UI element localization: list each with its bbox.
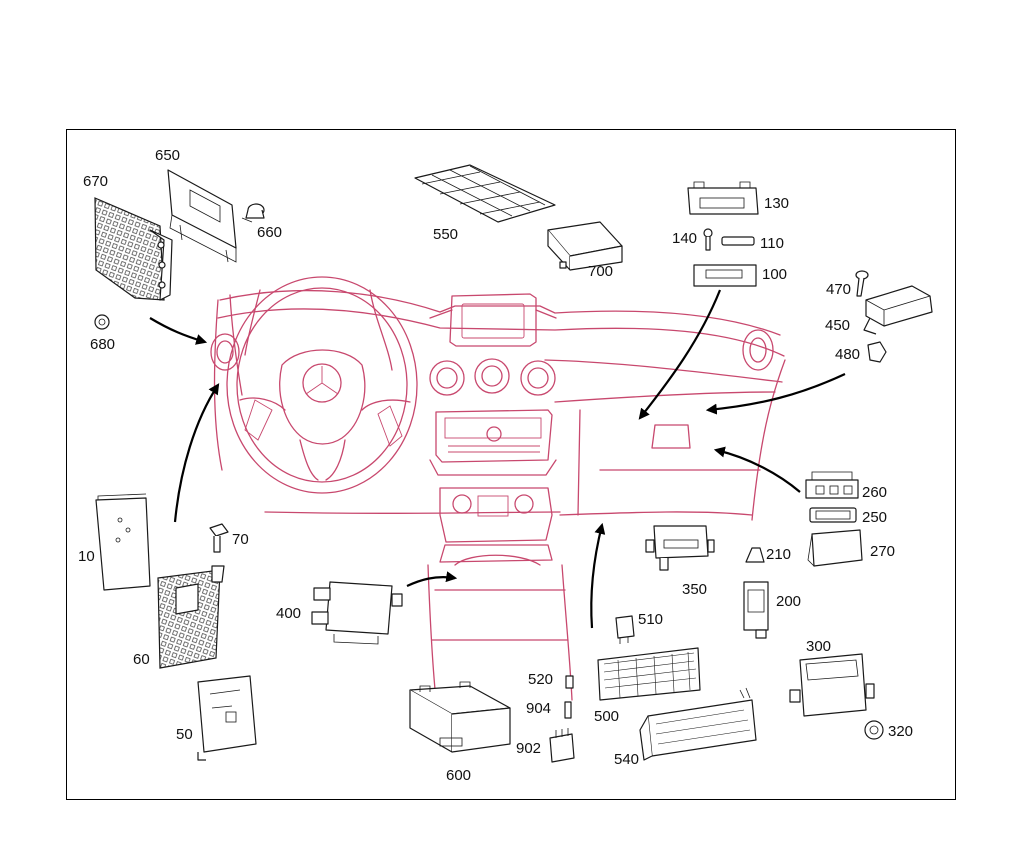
- callout-130: 130: [764, 195, 789, 212]
- part-904-fuse[interactable]: [564, 701, 572, 719]
- part-550-mat[interactable]: [414, 164, 556, 223]
- callout-10: 10: [78, 548, 95, 565]
- callout-210: 210: [766, 546, 791, 563]
- callout-200: 200: [776, 593, 801, 610]
- part-510-relay[interactable]: [615, 615, 635, 644]
- part-450-module[interactable]: [863, 285, 933, 335]
- callout-500: 500: [594, 708, 619, 725]
- part-60-bracket[interactable]: [157, 565, 225, 669]
- callout-270: 270: [870, 543, 895, 560]
- part-250-switch[interactable]: [809, 507, 857, 523]
- part-100-switch[interactable]: [693, 264, 757, 287]
- callout-480: 480: [835, 346, 860, 363]
- part-480-clip[interactable]: [867, 341, 887, 363]
- part-902-fuse[interactable]: [549, 728, 575, 763]
- part-670-bracket[interactable]: [94, 197, 173, 301]
- callout-680: 680: [90, 336, 115, 353]
- callout-50: 50: [176, 726, 193, 743]
- callout-260: 260: [862, 484, 887, 501]
- part-350-module[interactable]: [645, 525, 715, 571]
- callout-70: 70: [232, 531, 249, 548]
- callout-100: 100: [762, 266, 787, 283]
- callout-250: 250: [862, 509, 887, 526]
- part-300-module[interactable]: [789, 653, 875, 717]
- callout-320: 320: [888, 723, 913, 740]
- part-140-screw[interactable]: [703, 228, 713, 251]
- callout-350: 350: [682, 581, 707, 598]
- part-130-panel[interactable]: [687, 181, 759, 215]
- part-110-strip[interactable]: [721, 236, 755, 246]
- callout-700: 700: [588, 263, 613, 280]
- callout-904: 904: [526, 700, 551, 717]
- callout-660: 660: [257, 224, 282, 241]
- callout-902: 902: [516, 740, 541, 757]
- callout-650: 650: [155, 147, 180, 164]
- part-520-fuse[interactable]: [565, 675, 574, 689]
- callout-60: 60: [133, 651, 150, 668]
- part-470-screw[interactable]: [855, 270, 869, 297]
- callout-510: 510: [638, 611, 663, 628]
- part-270-cover[interactable]: [807, 529, 863, 567]
- part-600-module[interactable]: [409, 681, 511, 753]
- callout-540: 540: [614, 751, 639, 768]
- callout-600: 600: [446, 767, 471, 784]
- part-200-switch[interactable]: [743, 581, 769, 639]
- part-70-bolt[interactable]: [209, 523, 229, 553]
- part-50-module[interactable]: [197, 675, 257, 761]
- part-700-module[interactable]: [547, 221, 623, 271]
- arrows: [149, 289, 846, 629]
- part-210-clip[interactable]: [745, 547, 765, 563]
- callout-140: 140: [672, 230, 697, 247]
- part-10-panel[interactable]: [95, 493, 151, 591]
- part-500-fusebox[interactable]: [597, 647, 701, 701]
- part-680-nut[interactable]: [94, 314, 110, 330]
- part-260-switch[interactable]: [805, 471, 859, 499]
- diagram-frame: [66, 129, 956, 800]
- callout-550: 550: [433, 226, 458, 243]
- callout-400: 400: [276, 605, 301, 622]
- callout-450: 450: [825, 317, 850, 334]
- callout-300: 300: [806, 638, 831, 655]
- callout-labels: 650 670 660 680 550 700 130 140 110 100 …: [78, 147, 913, 784]
- part-320-grommet[interactable]: [864, 720, 884, 740]
- callout-670: 670: [83, 173, 108, 190]
- part-400-module[interactable]: [311, 581, 403, 645]
- part-540-fusebox[interactable]: [639, 687, 757, 761]
- callout-470: 470: [826, 281, 851, 298]
- part-660-bolt[interactable]: [241, 203, 265, 223]
- callout-520: 520: [528, 671, 553, 688]
- callout-110: 110: [760, 235, 784, 252]
- dashboard-outline: [210, 276, 786, 701]
- part-650-module[interactable]: [167, 169, 237, 263]
